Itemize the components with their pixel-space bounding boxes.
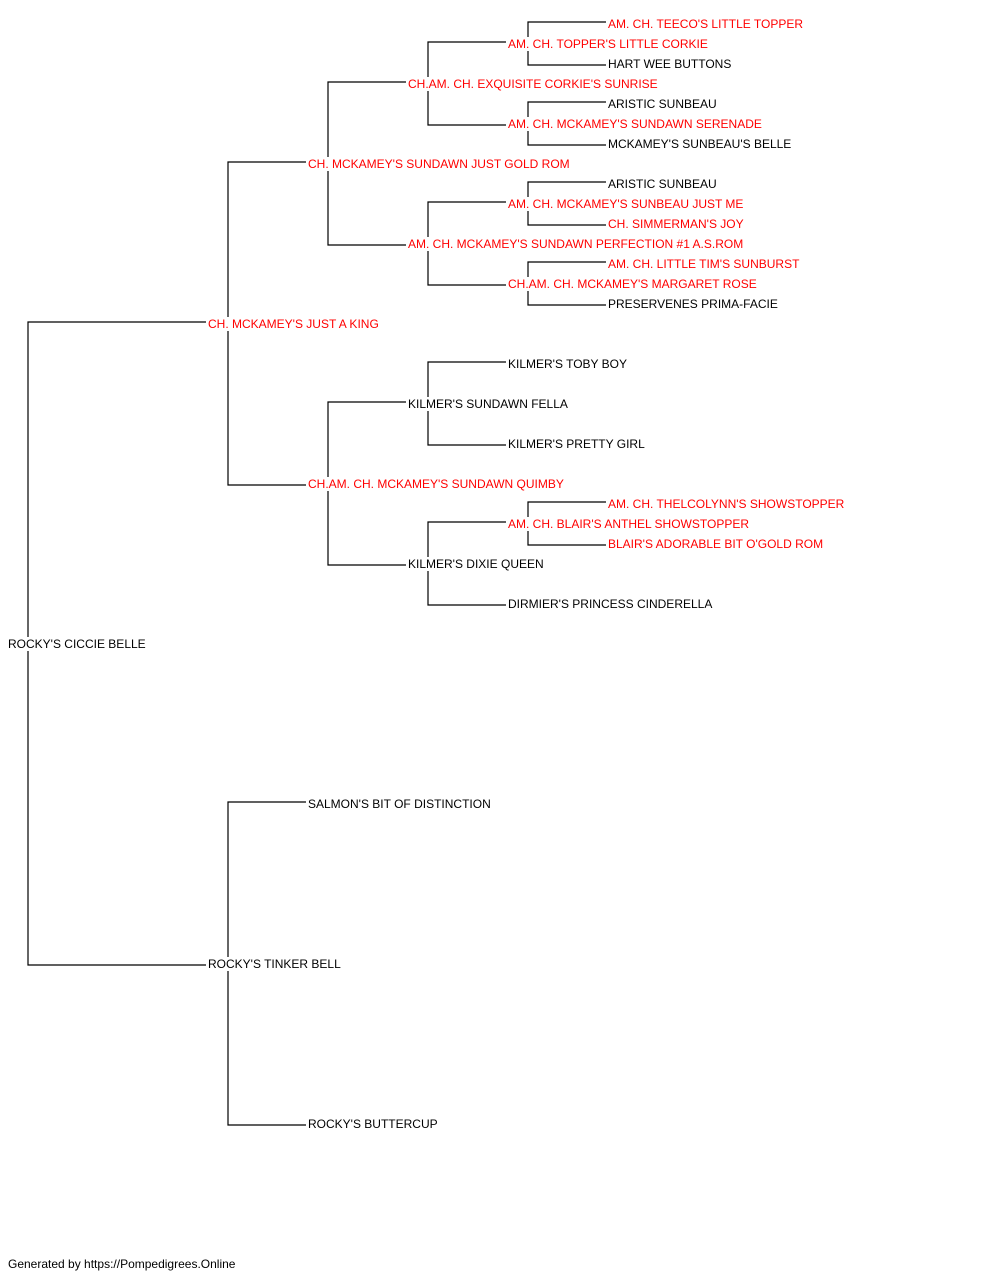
paternal-grandsire-name[interactable]: CH. MCKAMEY'S SUNDAWN JUST GOLD ROM	[308, 157, 572, 171]
ancestor-ssddd-name[interactable]: PRESERVENES PRIMA-FACIE	[608, 297, 780, 311]
ancestor-sssdd-name[interactable]: MCKAMEY'S SUNBEAU'S BELLE	[608, 137, 794, 151]
ancestor-sss-name[interactable]: CH.AM. CH. EXQUISITE CORKIE'S SUNRISE	[408, 77, 660, 91]
ancestor-ssdd-name[interactable]: CH.AM. CH. MCKAMEY'S MARGARET ROSE	[508, 277, 759, 291]
dam-name[interactable]: ROCKY'S TINKER BELL	[208, 957, 343, 971]
ancestor-sddd-name[interactable]: DIRMIER'S PRINCESS CINDERELLA	[508, 597, 715, 611]
ancestor-ssdss-name[interactable]: ARISTIC SUNBEAU	[608, 177, 719, 191]
ancestor-sddss-name[interactable]: AM. CH. THELCOLYNN'S SHOWSTOPPER	[608, 497, 847, 511]
ancestor-ssdsd-name[interactable]: CH. SIMMERMAN'S JOY	[608, 217, 746, 231]
ancestor-sdd-name[interactable]: KILMER'S DIXIE QUEEN	[408, 557, 546, 571]
ancestor-ssssd-name[interactable]: HART WEE BUTTONS	[608, 57, 734, 71]
ancestor-ssdds-name[interactable]: AM. CH. LITTLE TIM'S SUNBURST	[608, 257, 802, 271]
maternal-grandsire-name[interactable]: SALMON'S BIT OF DISTINCTION	[308, 797, 493, 811]
ancestor-sdsd-name[interactable]: KILMER'S PRETTY GIRL	[508, 437, 647, 451]
paternal-granddam-name[interactable]: CH.AM. CH. MCKAMEY'S SUNDAWN QUIMBY	[308, 477, 566, 491]
ancestor-sssds-name[interactable]: ARISTIC SUNBEAU	[608, 97, 719, 111]
ancestor-sdss-name[interactable]: KILMER'S TOBY BOY	[508, 357, 630, 371]
ancestor-sssss-name[interactable]: AM. CH. TEECO'S LITTLE TOPPER	[608, 17, 806, 31]
ancestor-sds-name[interactable]: KILMER'S SUNDAWN FELLA	[408, 397, 570, 411]
ancestor-ssss-name[interactable]: AM. CH. TOPPER'S LITTLE CORKIE	[508, 37, 710, 51]
ancestor-ssds-name[interactable]: AM. CH. MCKAMEY'S SUNBEAU JUST ME	[508, 197, 746, 211]
generator-credit: Generated by https://Pompedigrees.Online	[8, 1257, 236, 1271]
ancestor-sssd-name[interactable]: AM. CH. MCKAMEY'S SUNDAWN SERENADE	[508, 117, 764, 131]
sire-name[interactable]: CH. MCKAMEY'S JUST A KING	[208, 317, 381, 331]
ancestor-sdds-name[interactable]: AM. CH. BLAIR'S ANTHEL SHOWSTOPPER	[508, 517, 752, 531]
maternal-granddam-name[interactable]: ROCKY'S BUTTERCUP	[308, 1117, 440, 1131]
ancestor-sddsd-name[interactable]: BLAIR'S ADORABLE BIT O'GOLD ROM	[608, 537, 826, 551]
subject-dog-name[interactable]: ROCKY'S CICCIE BELLE	[8, 637, 148, 651]
ancestor-ssd-name[interactable]: AM. CH. MCKAMEY'S SUNDAWN PERFECTION #1 …	[408, 237, 746, 251]
